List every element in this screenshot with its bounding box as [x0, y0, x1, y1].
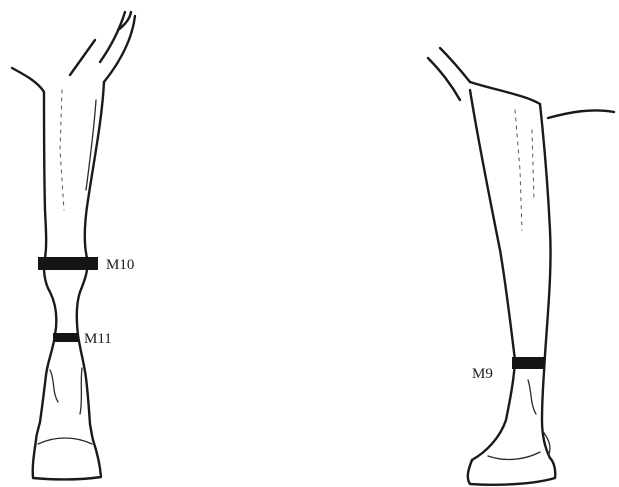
m10-band: [38, 257, 98, 270]
left-limb-coronet: [38, 438, 92, 444]
left-limb-shading: [80, 368, 82, 414]
left-limb-hoof: [33, 440, 101, 479]
right-limb-hoof: [468, 458, 555, 485]
right-limb-shaft-edge: [540, 104, 551, 458]
right-limb-shading: [515, 110, 522, 230]
m10-label: M10: [106, 257, 134, 273]
right-limb: [428, 48, 614, 485]
right-limb-upper-branch: [470, 82, 540, 104]
m9-band: [512, 357, 545, 369]
left-limb-upper-branch: [70, 40, 95, 75]
left-limb-upper-branch: [12, 68, 44, 92]
m11-band: [53, 333, 78, 342]
right-limb-shading: [528, 380, 536, 414]
m11-label: M11: [84, 331, 112, 347]
left-limb-shading: [50, 370, 58, 402]
m9-label: M9: [472, 366, 493, 382]
right-limb-coronet: [488, 452, 540, 459]
right-limb-shaft-edge: [470, 90, 515, 460]
left-limb-shading: [60, 90, 64, 210]
left-limb: [12, 12, 135, 479]
right-limb-shading: [532, 130, 534, 200]
right-limb-upper-branch: [548, 110, 614, 118]
